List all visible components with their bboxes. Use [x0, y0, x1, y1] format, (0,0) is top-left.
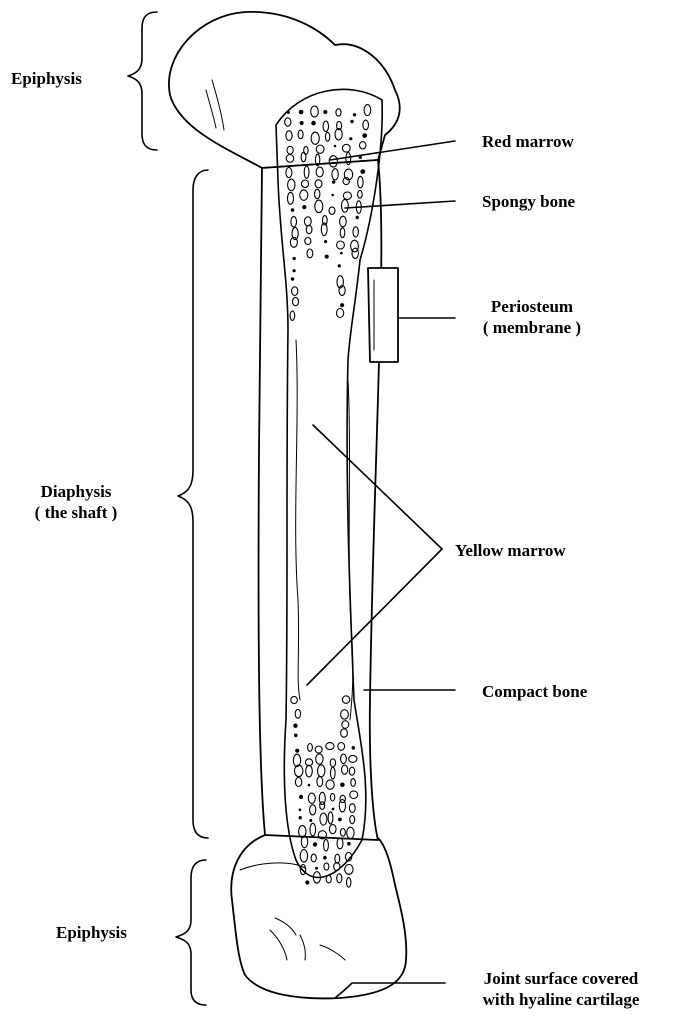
spongy-bone-pore	[360, 169, 365, 174]
spongy-bone-pore	[305, 880, 309, 884]
spongy-bone-pore	[338, 264, 341, 267]
brace-diaphysis	[178, 170, 208, 838]
spongy-bone-pore	[291, 277, 294, 280]
spongy-bone-pore	[287, 111, 290, 114]
spongy-bone-pore	[311, 121, 316, 126]
spongy-bone-pore	[291, 208, 295, 212]
spongy-bone-pore	[340, 252, 343, 255]
label-periosteum-line1: Periosteum	[462, 296, 602, 317]
spongy-bone-pore	[323, 110, 327, 114]
bottom-epiphysis-outline	[231, 835, 406, 998]
label-diaphysis-line1: Diaphysis	[6, 481, 146, 502]
bone-shaft-outer	[259, 160, 382, 840]
spongy-bone-pore	[295, 749, 299, 753]
spongy-bone-pore	[299, 795, 303, 799]
spongy-bone-pore	[352, 746, 356, 750]
spongy-bone-pore	[334, 145, 337, 148]
spongy-bone-pore	[332, 180, 336, 184]
spongy-bone-pore	[332, 808, 335, 811]
spongy-bone-pore	[309, 819, 312, 822]
spongy-bone-pore	[349, 137, 352, 140]
spongy-bone-pore	[350, 120, 353, 123]
spongy-bone-pore	[340, 783, 345, 788]
label-periosteum-line2: ( membrane )	[462, 317, 602, 338]
label-joint-surface-line1: Joint surface covered	[446, 968, 676, 989]
spongy-bone-pore	[340, 303, 344, 307]
label-epiphysis-top: Epiphysis	[11, 68, 82, 89]
spongy-bone-pore	[362, 133, 367, 138]
spongy-bone-pore	[299, 110, 304, 115]
spongy-bone-pore	[331, 194, 334, 197]
brace-epiphysis-top	[128, 12, 157, 150]
spongy-bone-pore	[299, 809, 302, 812]
spongy-bone-pore	[323, 856, 327, 860]
spongy-bone-pore	[313, 842, 317, 846]
label-diaphysis-line2: ( the shaft )	[6, 502, 146, 523]
spongy-bone-pore	[325, 255, 329, 259]
spongy-bone-pore	[302, 205, 306, 209]
spongy-bone-pore	[315, 867, 318, 870]
spongy-bone-pore	[299, 816, 302, 819]
spongy-bone-pore	[293, 257, 296, 260]
spongy-bone-pore	[356, 216, 359, 219]
top-epiphysis-outline	[169, 12, 400, 168]
spongy-bone-pore	[353, 113, 356, 116]
spongy-bone-pore	[324, 240, 327, 243]
label-joint-surface-line2: with hyaline cartilage	[446, 989, 676, 1010]
label-yellow-marrow: Yellow marrow	[455, 540, 566, 561]
label-diaphysis: Diaphysis ( the shaft )	[6, 481, 146, 523]
spongy-bone-pore	[308, 784, 311, 787]
spongy-bone-pore	[338, 818, 342, 822]
label-spongy-bone: Spongy bone	[482, 191, 575, 212]
spongy-bone-pore	[347, 842, 351, 846]
periosteum-flap	[368, 268, 398, 362]
label-epiphysis-bottom: Epiphysis	[56, 922, 127, 943]
spongy-bone-pore	[293, 724, 297, 728]
spongy-bone-pore	[294, 734, 298, 738]
label-red-marrow: Red marrow	[482, 131, 574, 152]
spongy-bone-pore	[293, 269, 296, 272]
brace-epiphysis-bottom	[176, 860, 206, 1005]
label-periosteum: Periosteum ( membrane )	[462, 296, 602, 338]
spongy-bone-pore	[300, 121, 304, 125]
label-compact-bone: Compact bone	[482, 681, 587, 702]
label-joint-surface: Joint surface covered with hyaline carti…	[446, 968, 676, 1010]
